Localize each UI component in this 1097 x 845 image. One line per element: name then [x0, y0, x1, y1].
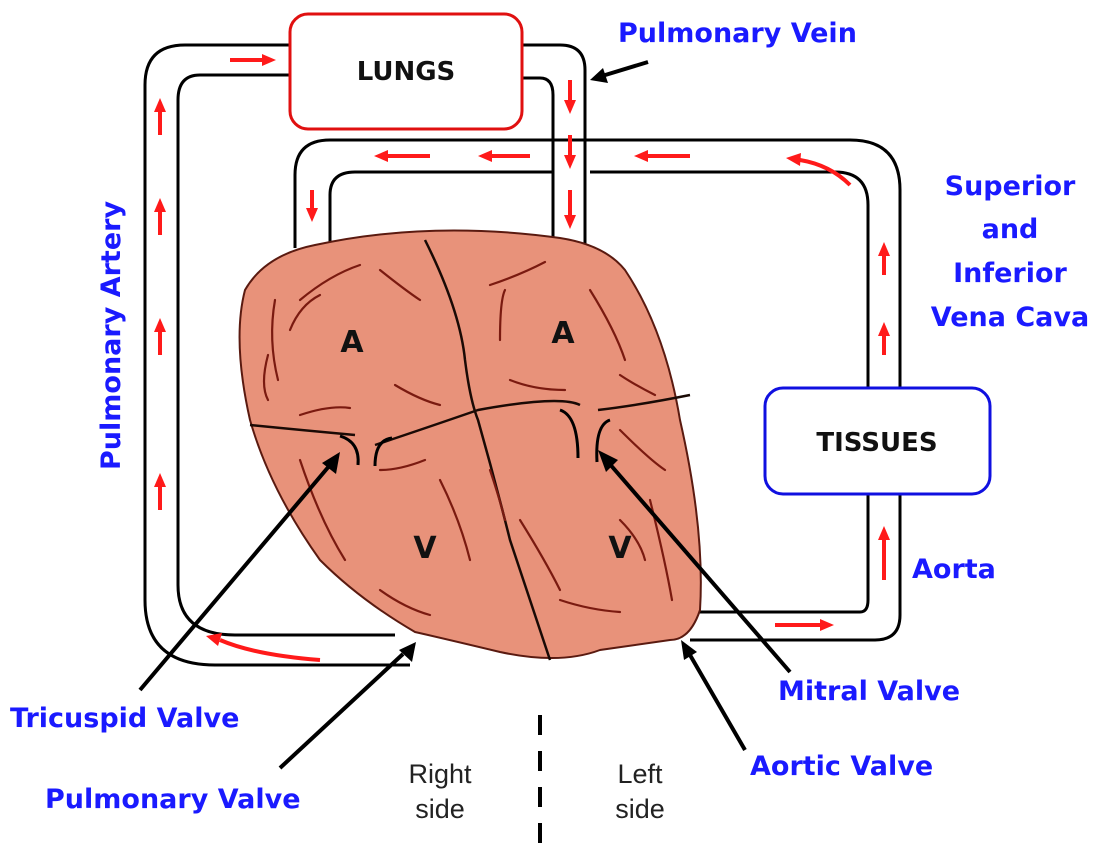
vena-cava-label-line3: Inferior	[953, 258, 1067, 289]
pulmonary-valve-label: Pulmonary Valve	[45, 784, 301, 815]
aorta-label: Aorta	[912, 554, 996, 585]
vena-cava-label-line1: Superior	[945, 171, 1076, 202]
pulmonary-vein-vessel	[520, 45, 585, 250]
lungs-label: LUNGS	[357, 57, 456, 87]
left-ventricle-label: V	[608, 531, 632, 566]
pulmonary-vein-label: Pulmonary Vein	[618, 18, 857, 49]
tissues-label: TISSUES	[816, 428, 937, 458]
right-ventricle-label: V	[413, 531, 437, 566]
tissues-box: TISSUES	[765, 388, 990, 494]
pulmonary-artery-label: Pulmonary Artery	[96, 201, 127, 470]
left-side-label-line1: Left	[617, 759, 663, 789]
aortic-valve-label: Aortic Valve	[750, 751, 933, 782]
tricuspid-valve-label: Tricuspid Valve	[10, 703, 239, 734]
left-atrium-label: A	[551, 316, 575, 351]
left-side-label-line2: side	[615, 794, 665, 824]
right-side-label-line1: Right	[408, 759, 472, 789]
vena-cava-label-line2: and	[982, 214, 1039, 245]
mitral-valve-label: Mitral Valve	[778, 676, 960, 707]
right-side-label-line2: side	[415, 794, 465, 824]
side-labels: Right side Left side	[408, 759, 664, 824]
aorta-vessel	[690, 495, 900, 640]
lungs-box: LUNGS	[290, 14, 522, 129]
vena-cava-label-line4: Vena Cava	[931, 302, 1089, 333]
right-atrium-label: A	[340, 325, 364, 360]
heart: A A V V	[240, 230, 701, 660]
